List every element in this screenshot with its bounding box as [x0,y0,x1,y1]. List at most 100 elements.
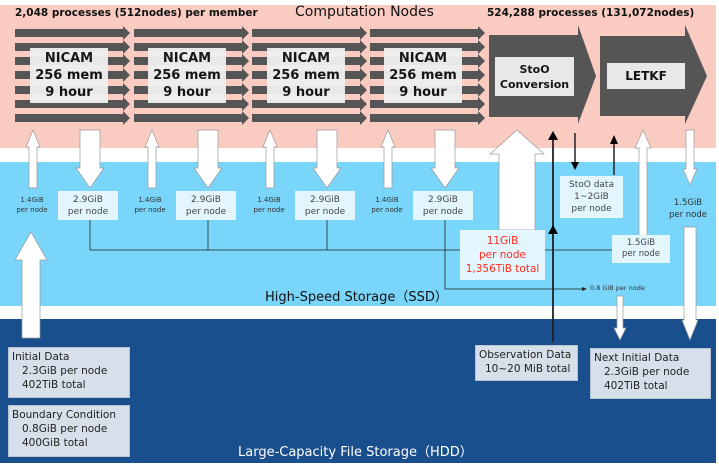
conversion-label: Conversion [499,77,570,91]
size: 2.9GiB [310,194,340,205]
hours-label: 9 hour [282,85,330,100]
input-arrow [25,129,41,189]
title: Initial Data [12,351,70,363]
size: 1~2GiB [574,192,609,202]
boundary-condition-box: Boundary Condition 0.8GiB per node 400GiB … [8,405,130,457]
nicam-label: NICAM [44,51,94,66]
nicam-label: NICAM [162,51,212,66]
total-output-label: 11GiB per node 1,356TiB total [460,230,545,280]
size: 1.4GiB [20,196,44,204]
unit: per node [571,204,612,214]
size: 1.5GiB [673,198,703,208]
stoo-data-label: StoO data 1~2GiB per node [560,176,623,218]
member-processes-label: 2,048 processes (512nodes) per member [15,7,258,19]
arrowhead [548,225,558,234]
unit: per node [479,249,526,261]
members-label: 256 mem [153,68,221,83]
size: 1.4GiB [257,196,281,204]
title: Observation Data [479,349,572,361]
hours-label: 9 hour [45,85,93,100]
size: 2.9GiB [428,194,458,205]
process-arrow [252,111,367,125]
title: Next Initial Data [594,352,680,364]
arrowhead [571,162,579,170]
output-arrow [75,129,105,189]
process-arrow [252,26,367,40]
process-arrow [370,111,485,125]
letkf-output-label: 1.5GiB per node [664,197,712,221]
total: 402TiB total [22,379,86,391]
input-label-4: 1.4GiB per node [367,195,407,215]
arrowhead [610,135,618,144]
ssd-title: High-Speed Storage（SSD） [265,290,448,305]
per-node: 2.3GiB per node [22,365,108,377]
boundary-down-arrow [613,295,627,341]
size: 1.5GiB [626,238,656,248]
next-initial-arrow [681,226,699,341]
members-label: 256 mem [35,68,103,83]
size: 11GiB [486,235,519,247]
arrowhead [548,131,558,140]
unit: per node [371,206,403,214]
total: 400GiB total [22,437,88,449]
arrowhead [582,287,587,291]
process-arrow [370,26,485,40]
input-label-2: 1.4GiB per node [130,195,170,215]
size: 1.4GiB [138,196,162,204]
per-node: 0.8GiB per node [22,423,108,435]
unit: per node [668,210,708,220]
nicam-box-4: NICAM 256 mem 9 hour [384,48,462,103]
nicam-box-1: NICAM 256 mem 9 hour [30,48,108,103]
nicam-label: NICAM [281,51,331,66]
hours-label: 9 hour [163,85,211,100]
members-label: 256 mem [389,68,457,83]
initial-data-box: Initial Data 2.3GiB per node 402TiB total [8,347,130,398]
total-output-arrow [489,129,545,231]
size: 1.4GiB [375,196,399,204]
input-arrow [380,129,396,189]
letkf-box: LETKF [607,63,685,89]
letkf-output-arrow [682,129,698,186]
observation-data-box: Observation Data 10~20 MiB total [475,345,578,381]
unit: per node [304,206,346,217]
computation-nodes-title: Computation Nodes [295,4,434,20]
per-node: 2.3GiB per node [604,366,690,378]
process-arrow [134,111,249,125]
process-arrow [15,26,130,40]
size: 2.9GiB [191,194,221,205]
title: StoO data [569,180,614,190]
letkf-label: LETKF [625,68,667,83]
total: 10~20 MiB total [485,363,571,375]
total: 1,356TiB total [465,263,540,275]
nicam-label: NICAM [398,51,448,66]
stoo-label: StoO [519,62,550,76]
next-initial-data-box: Next Initial Data 2.3GiB per node 402TiB t… [590,348,711,399]
output-arrow [430,129,460,189]
input-arrow [262,129,278,189]
title: Boundary Condition [12,409,117,421]
unit: per node [134,206,166,214]
total: 402TiB total [604,380,668,392]
unit: per node [253,206,285,214]
process-arrow [134,26,249,40]
size: 2.9GiB [73,194,103,205]
unit: per node [621,249,661,259]
nicam-box-2: NICAM 256 mem 9 hour [148,48,226,103]
hdd-title: Large-Capacity File Storage（HDD） [238,445,473,460]
total-processes-label: 524,288 processes (131,072nodes) [487,7,695,19]
output-arrow [193,129,223,189]
input-label-3: 1.4GiB per node [249,195,289,215]
hours-label: 9 hour [399,85,447,100]
boundary-flow-label: 0.8 GiB per node [590,284,645,292]
input-arrow [144,129,160,189]
output-arrow [312,129,342,189]
